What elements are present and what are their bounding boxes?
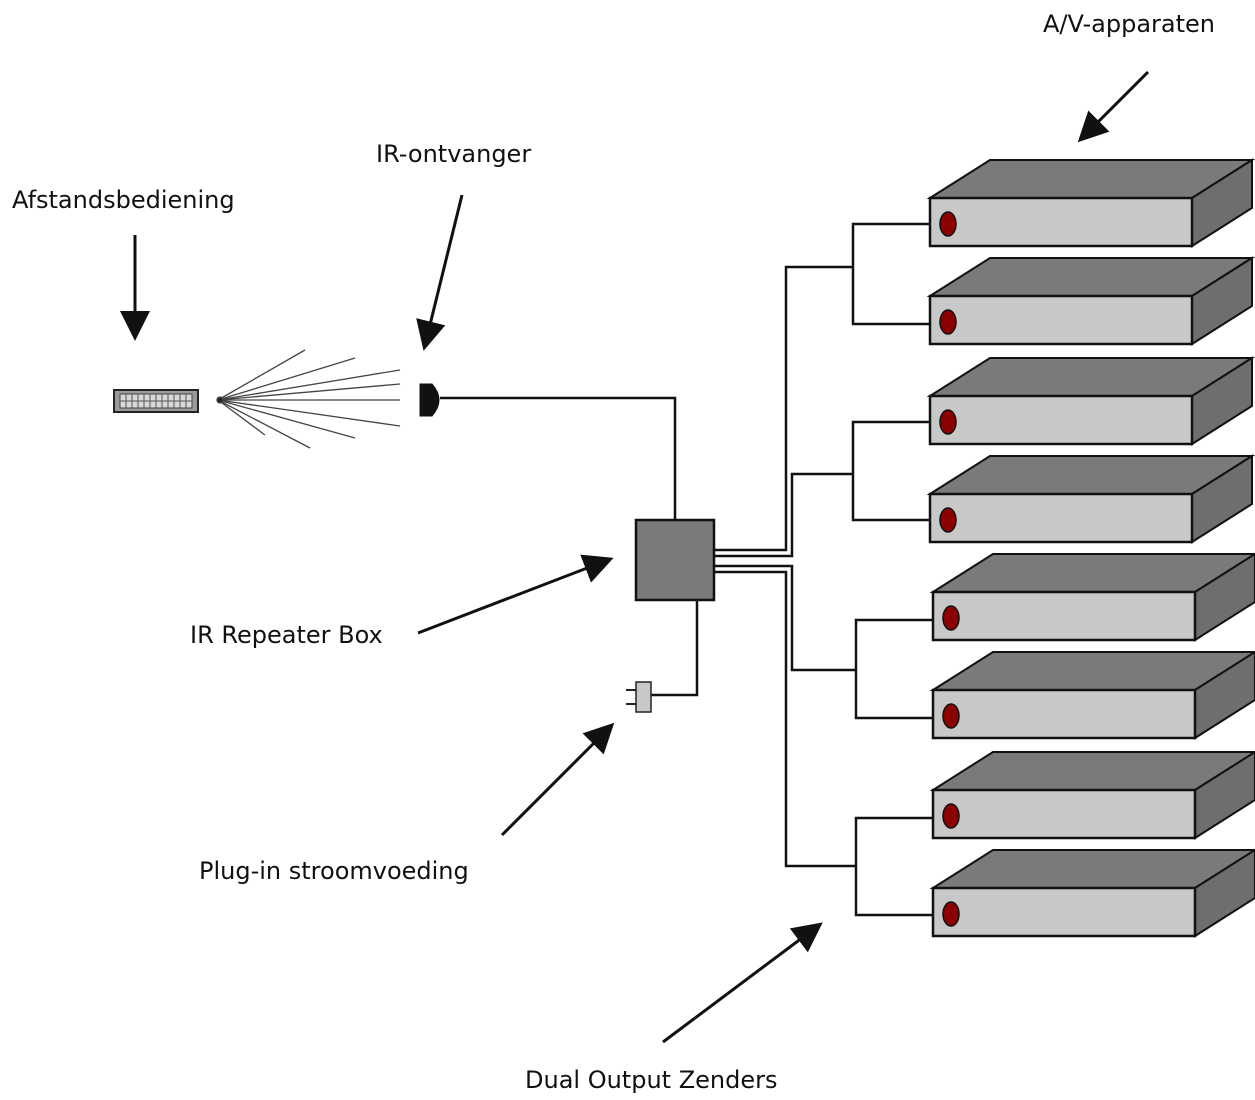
ir-emitter-icon: [942, 901, 960, 927]
ir-emitter-icon: [942, 803, 960, 829]
device-front-panel: [931, 688, 1197, 740]
ir-emitter-icon: [942, 703, 960, 729]
devices-arrow: [1077, 70, 1150, 143]
ir-repeater-box: [634, 518, 716, 602]
label-remote: Afstandsbediening: [12, 186, 235, 214]
ir-emitter-icon: [942, 605, 960, 631]
label-emitters: Dual Output Zenders: [525, 1066, 778, 1094]
remote-control-icon: [113, 389, 199, 413]
av-device-6: [929, 650, 1255, 740]
av-device-3: [926, 356, 1255, 446]
av-device-4: [926, 454, 1255, 544]
label-devices: A/V-apparaten: [1043, 10, 1216, 38]
device-front-panel: [928, 394, 1194, 446]
av-device-5: [929, 552, 1255, 642]
receiver-cable: [440, 396, 677, 520]
device-front-panel: [931, 590, 1197, 642]
ir-emitter-icon: [939, 507, 957, 533]
power-arrow: [500, 722, 615, 837]
ir-emitter-icon: [939, 409, 957, 435]
device-front-panel: [931, 788, 1197, 840]
emitter-cables: [714, 222, 944, 917]
ir-beam-rays: [216, 349, 401, 449]
device-front-panel: [928, 196, 1194, 248]
av-device-8: [929, 848, 1255, 938]
ir-emitter-icon: [939, 211, 957, 237]
repeater-arrow: [417, 554, 614, 635]
label-power: Plug-in stroomvoeding: [199, 857, 469, 885]
emitters-arrow: [662, 922, 823, 1044]
power-plug-icon: [626, 681, 652, 713]
label-repeater: IR Repeater Box: [190, 621, 383, 649]
ir-receiver-icon: [419, 383, 440, 417]
av-device-1: [926, 158, 1255, 248]
ir-emitter-icon: [939, 309, 957, 335]
device-front-panel: [928, 492, 1194, 544]
av-devices: [926, 158, 1255, 938]
device-front-panel: [931, 886, 1197, 938]
label-receiver: IR-ontvanger: [376, 140, 532, 168]
av-device-7: [929, 750, 1255, 840]
receiver-arrow: [416, 194, 464, 351]
av-device-2: [926, 256, 1255, 346]
power-cable: [651, 600, 699, 697]
device-front-panel: [928, 294, 1194, 346]
